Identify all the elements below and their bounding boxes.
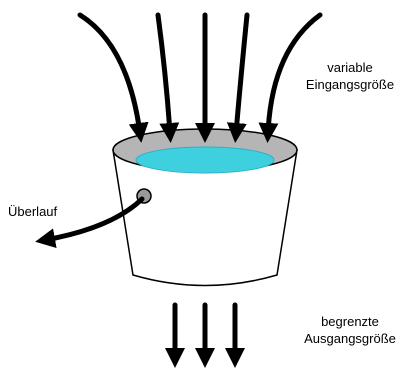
input-label-line1: variable: [290, 59, 410, 76]
input-label-line2: Eingangsgröße: [290, 76, 410, 93]
input-arrow-1: [80, 15, 140, 133]
input-arrow-2: [158, 15, 170, 133]
output-arrows: [175, 305, 235, 358]
output-label: begrenzte Ausgangsgröße: [290, 313, 410, 347]
output-label-line1: begrenzte: [290, 313, 410, 330]
input-label: variable Eingangsgröße: [290, 59, 410, 93]
overflow-label-text: Überlauf: [8, 203, 57, 220]
water-surface: [136, 147, 274, 173]
output-label-line2: Ausgangsgröße: [290, 330, 410, 347]
overflow-label: Überlauf: [8, 203, 57, 220]
input-arrows: [80, 15, 320, 133]
input-arrow-4: [236, 15, 247, 133]
